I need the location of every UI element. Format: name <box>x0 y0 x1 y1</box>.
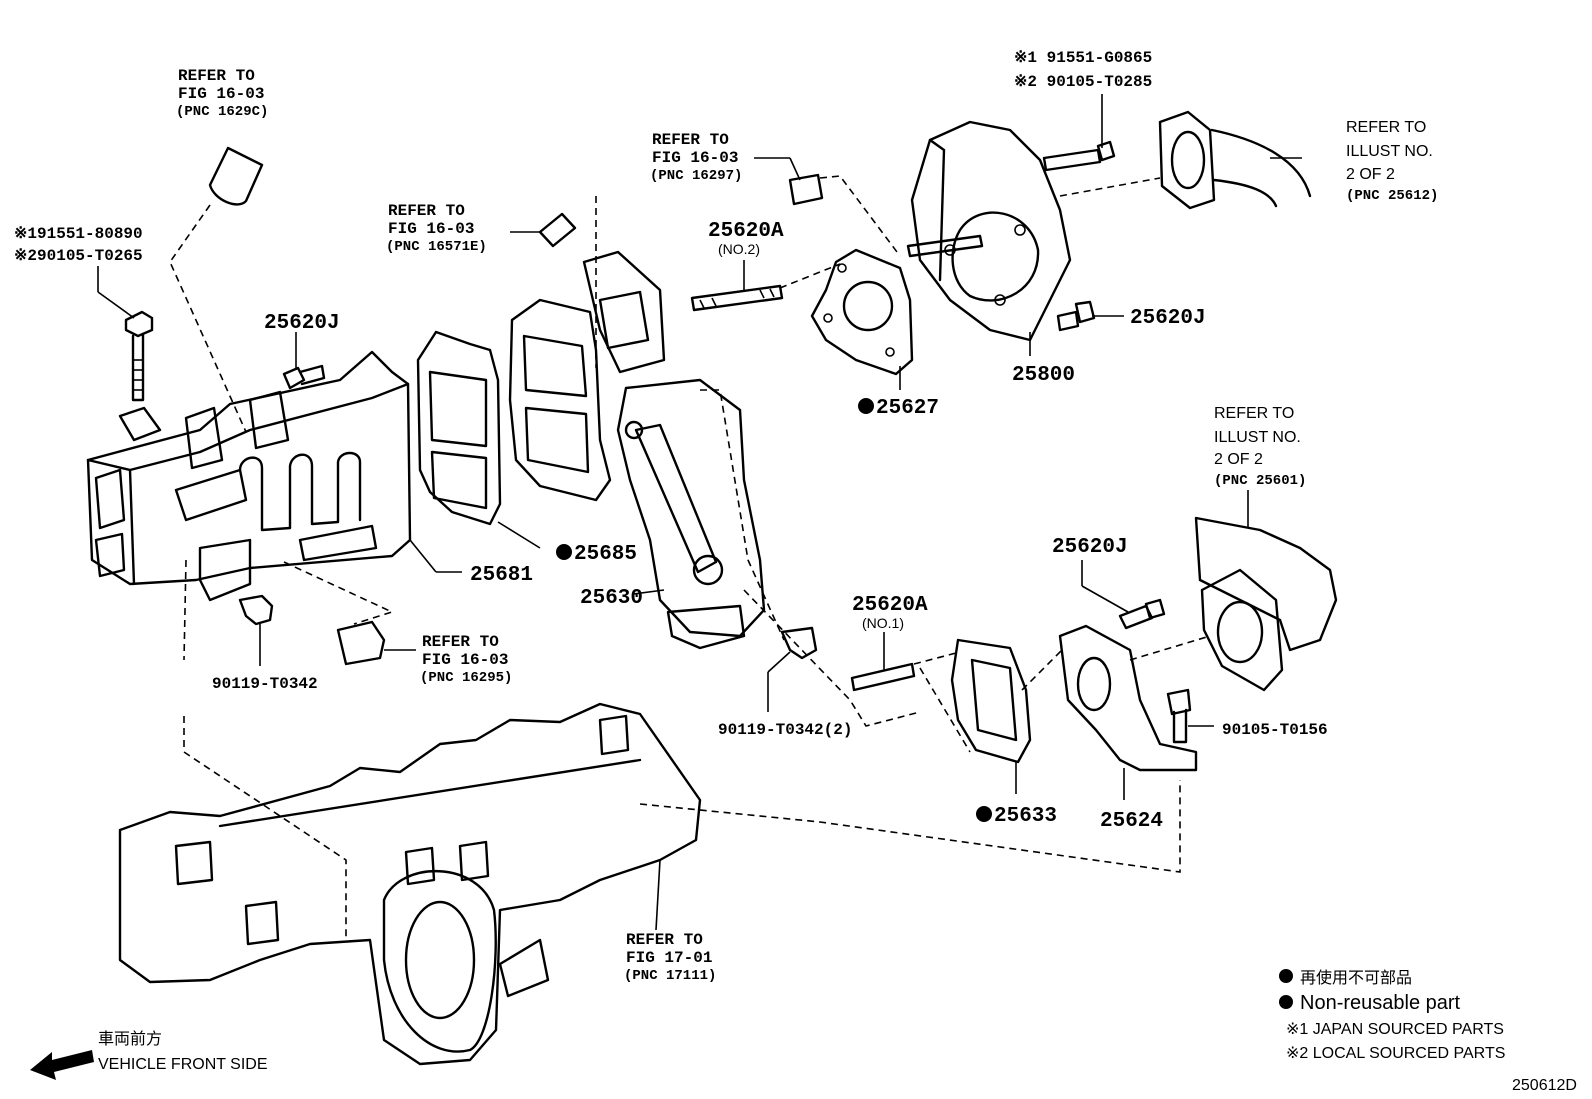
part-number-25620j-left: 25620J <box>264 312 340 335</box>
gasket-25633 <box>950 638 1032 764</box>
svg-text:※290105-T0265: ※290105-T0265 <box>14 247 143 265</box>
svg-text:ILLUST NO.: ILLUST NO. <box>1346 143 1433 160</box>
part-number-25627: 25627 <box>876 397 939 420</box>
vehicle-front-indicator: 車両前方 VEHICLE FRONT SIDE <box>30 1030 268 1080</box>
pipe-25612 <box>1158 110 1312 210</box>
part-number-25620a-no2-sub: (NO.2) <box>718 241 760 257</box>
svg-text:(PNC 25612): (PNC 25612) <box>1346 188 1438 204</box>
svg-text:REFER TO: REFER TO <box>422 633 499 651</box>
legend: 再使用不可部品 Non-reusable part ※1 JAPAN SOURC… <box>1279 969 1505 1062</box>
non-reusable-dot-25627 <box>858 398 874 414</box>
svg-text:※1 JAPAN SOURCED PARTS: ※1 JAPAN SOURCED PARTS <box>1286 1021 1504 1038</box>
bolt-left-icon <box>124 310 154 402</box>
non-reusable-dot-25633 <box>976 806 992 822</box>
callout-bolt-top-codes: ※1 91551-G0865 ※2 90105-T0285 <box>1014 49 1152 91</box>
legend-dot-icon <box>1279 995 1293 1009</box>
svg-text:FIG 16-03: FIG 16-03 <box>178 85 264 103</box>
part-number-90119-t0342-2: 90119-T0342(2) <box>718 721 852 739</box>
arrow-left-icon <box>30 1050 94 1080</box>
svg-text:FIG 17-01: FIG 17-01 <box>626 949 712 967</box>
part-number-25624: 25624 <box>1100 810 1163 833</box>
svg-text:※2 90105-T0285: ※2 90105-T0285 <box>1014 73 1152 91</box>
svg-text:(PNC 16571E): (PNC 16571E) <box>386 239 487 255</box>
svg-text:REFER TO: REFER TO <box>1346 119 1426 136</box>
egr-valve-housing-25800 <box>906 120 1072 342</box>
hose-stub-16571e <box>538 212 577 248</box>
hose-stub-1629c <box>208 146 264 206</box>
svg-text:※2 LOCAL SOURCED PARTS: ※2 LOCAL SOURCED PARTS <box>1286 1045 1505 1062</box>
svg-text:再使用不可部品: 再使用不可部品 <box>1300 969 1412 987</box>
svg-text:※191551-80890: ※191551-80890 <box>14 225 143 243</box>
svg-text:(PNC 1629C): (PNC 1629C) <box>176 104 268 120</box>
non-reusable-dot-25685 <box>556 544 572 560</box>
stud-25620a-no2-icon <box>690 284 784 312</box>
svg-text:2 OF 2: 2 OF 2 <box>1214 451 1263 468</box>
svg-text:VEHICLE FRONT SIDE: VEHICLE FRONT SIDE <box>98 1056 268 1073</box>
bolt-top-icon <box>1042 140 1116 172</box>
svg-text:(PNC 17111): (PNC 17111) <box>624 968 716 984</box>
part-number-25620j-right: 25620J <box>1052 536 1128 559</box>
intake-manifold <box>118 702 702 1066</box>
svg-text:FIG 16-03: FIG 16-03 <box>388 220 474 238</box>
part-number-25630: 25630 <box>580 587 643 610</box>
callout-refer-fig16-03-16571e: REFER TO FIG 16-03 (PNC 16571E) <box>386 202 487 255</box>
flange-25685 <box>508 298 612 502</box>
svg-text:REFER TO: REFER TO <box>1214 405 1294 422</box>
svg-text:FIG 16-03: FIG 16-03 <box>422 651 508 669</box>
legend-dot-icon <box>1279 969 1293 983</box>
part-number-25681: 25681 <box>470 564 533 587</box>
hose-stub-16297 <box>788 173 824 206</box>
gasket-25681 <box>416 330 502 526</box>
gasket-25627 <box>810 248 914 376</box>
part-number-25620a-no1: 25620A <box>852 594 928 617</box>
svg-text:(PNC 16295): (PNC 16295) <box>420 670 512 686</box>
svg-text:FIG 16-03: FIG 16-03 <box>652 149 738 167</box>
callout-bolt-left-codes: ※191551-80890 ※290105-T0265 <box>14 225 143 265</box>
part-number-90119-t0342: 90119-T0342 <box>212 675 318 693</box>
callout-refer-fig16-03-16295: REFER TO FIG 16-03 (PNC 16295) <box>420 633 512 686</box>
bolt-25620j-left-icon <box>282 364 326 390</box>
svg-text:※1 91551-G0865: ※1 91551-G0865 <box>1014 49 1152 67</box>
egr-valve-25630 <box>616 378 766 650</box>
bolt-90119-t0342-icon <box>238 594 274 626</box>
callout-refer-illust-25612: REFER TO ILLUST NO. 2 OF 2 (PNC 25612) <box>1346 119 1438 204</box>
bolt-90119-t0342-2-icon <box>780 626 818 660</box>
egr-pipe-upper <box>582 250 666 374</box>
pipe-25601 <box>1194 516 1338 692</box>
bolt-90105-t0156-icon <box>1166 688 1192 744</box>
adapter-25624 <box>1058 624 1198 772</box>
callout-refer-fig16-03-16297: REFER TO FIG 16-03 (PNC 16297) <box>650 131 742 184</box>
part-number-25620a-no2: 25620A <box>708 220 784 243</box>
part-number-25620a-no1-sub: (NO.1) <box>862 615 904 631</box>
part-number-90105-t0156: 90105-T0156 <box>1222 721 1328 739</box>
svg-text:車両前方: 車両前方 <box>98 1030 162 1048</box>
leader-lines <box>97 94 1302 931</box>
part-number-25685: 25685 <box>574 543 637 566</box>
svg-text:(PNC 25601): (PNC 25601) <box>1214 473 1306 489</box>
svg-text:REFER TO: REFER TO <box>388 202 465 220</box>
svg-text:REFER TO: REFER TO <box>652 131 729 149</box>
part-number-25620j-top: 25620J <box>1130 307 1206 330</box>
bolt-25620j-top-icon <box>1056 300 1096 332</box>
callout-refer-illust-25601: REFER TO ILLUST NO. 2 OF 2 (PNC 25601) <box>1214 405 1306 489</box>
stud-25620a-no1-icon <box>850 662 916 692</box>
callout-refer-fig17-01-17111: REFER TO FIG 17-01 (PNC 17111) <box>624 931 716 984</box>
callout-refer-fig16-03-1629c: REFER TO FIG 16-03 (PNC 1629C) <box>176 67 268 120</box>
figure-code: 250612D <box>1512 1077 1577 1094</box>
svg-text:Non-reusable part: Non-reusable part <box>1300 992 1461 1014</box>
assembly-lines <box>169 175 1211 940</box>
egr-cooler-body <box>86 350 412 602</box>
svg-text:2 OF 2: 2 OF 2 <box>1346 166 1395 183</box>
svg-text:(PNC 16297): (PNC 16297) <box>650 168 742 184</box>
svg-text:ILLUST NO.: ILLUST NO. <box>1214 429 1301 446</box>
part-number-25633: 25633 <box>994 805 1057 828</box>
svg-text:REFER TO: REFER TO <box>178 67 255 85</box>
part-number-25800: 25800 <box>1012 364 1075 387</box>
svg-text:REFER TO: REFER TO <box>626 931 703 949</box>
bolt-25620j-right-icon <box>1118 598 1166 630</box>
hose-16295 <box>336 620 386 666</box>
